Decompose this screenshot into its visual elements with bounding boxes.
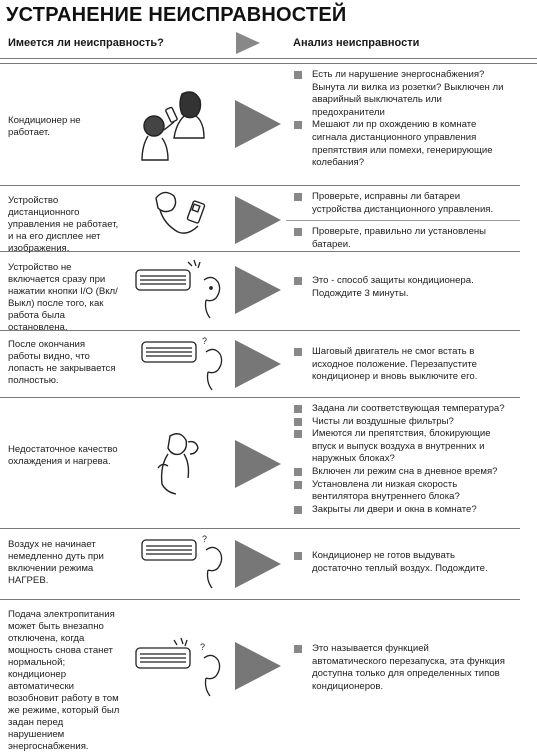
problem-text: Подача электропитания может быть внезапн… (8, 609, 120, 752)
list-item: Это - способ защиты кондиционера. Подожд… (294, 275, 506, 300)
bullet-square-icon (294, 417, 302, 426)
arrow-icon (235, 266, 281, 314)
list-item: Шаговый двигатель не смог встать в исход… (294, 346, 506, 384)
divider (0, 58, 537, 59)
divider (0, 251, 520, 252)
svg-text:?: ? (200, 642, 205, 652)
bullet-square-icon (294, 348, 302, 356)
divider (0, 330, 520, 331)
bullet-square-icon (294, 71, 302, 79)
analysis-block: Проверьте, исправны ли батареи устройств… (294, 191, 506, 216)
bullet-square-icon (294, 405, 302, 413)
divider (0, 528, 520, 529)
header-arrow-icon (236, 32, 260, 54)
list-item: Закрыты ли двери и окна в комнате? (294, 504, 506, 517)
analysis-block: Кондиционер не готов выдувать достаточно… (294, 550, 506, 575)
list-item: Установлена ли низкая скорость вентилято… (294, 479, 506, 504)
list-item: Это называется функцией автоматического … (294, 643, 506, 693)
person-fanning-icon (150, 428, 210, 498)
arrow-icon (235, 340, 281, 388)
bullet-square-icon (294, 480, 302, 489)
divider (0, 63, 537, 64)
ac-unit-person-icon (134, 258, 229, 320)
list-item: Проверьте, правильно ли установлены бата… (294, 226, 506, 251)
arrow-icon (235, 540, 281, 588)
person-holding-remote-icon (150, 188, 220, 244)
bullet-square-icon (294, 121, 302, 130)
arrow-icon (235, 642, 281, 690)
problem-text: После окончания работы видно, что лопаст… (8, 339, 116, 386)
list-item: Имеются ли препятствия, блокирующие впус… (294, 428, 506, 466)
ac-unit-person-icon: ? (140, 532, 230, 592)
bullet-square-icon (294, 645, 302, 653)
list-item: Чисты ли воздушные фильтры? (294, 416, 506, 429)
list-item: Задана ли соответствующая температура? (294, 403, 506, 416)
svg-text:?: ? (202, 336, 207, 346)
list-item: Включен ли режим сна в дневное время? (294, 466, 506, 479)
problem-text: Устройство дистанционного управления не … (8, 195, 119, 254)
bullet-square-icon (294, 467, 302, 476)
bullet-square-icon (294, 193, 302, 201)
arrow-icon (235, 100, 281, 148)
list-item: Есть ли нарушение энергоснабжения? Вынут… (294, 69, 506, 119)
analysis-block: Это называется функцией автоматического … (294, 643, 506, 693)
page-title: УСТРАНЕНИЕ НЕИСПРАВНОСТЕЙ (6, 4, 347, 26)
divider (0, 397, 520, 398)
bullet-square-icon (294, 430, 302, 439)
person-with-remote-icon (134, 84, 214, 164)
list-item: Мешают ли пр охождению в комнате сигнала… (294, 119, 506, 169)
bullet-square-icon (294, 505, 302, 514)
list-item: Проверьте, исправны ли батареи устройств… (294, 191, 506, 216)
problem-text: Воздух не начинает немедленно дуть при в… (8, 539, 104, 586)
analysis-block: Это - способ защиты кондиционера. Подожд… (294, 275, 506, 300)
divider (0, 599, 520, 600)
divider (286, 220, 520, 221)
analysis-block: Проверьте, правильно ли установлены бата… (294, 226, 506, 251)
analysis-block: Шаговый двигатель не смог встать в исход… (294, 346, 506, 384)
arrow-icon (235, 196, 281, 244)
analysis-block: Есть ли нарушение энергоснабжения? Вынут… (294, 69, 506, 170)
header-problem: Имеется ли неисправность? (8, 37, 164, 49)
bullet-square-icon (294, 277, 302, 285)
bullet-square-icon (294, 228, 302, 236)
analysis-block: Задана ли соответствующая температура? Ч… (294, 403, 506, 516)
problem-text: Устройство не включается сразу при нажат… (8, 262, 118, 333)
divider (0, 185, 520, 186)
list-item: Кондиционер не готов выдувать достаточно… (294, 550, 506, 575)
ac-unit-person-icon: ? (140, 334, 230, 394)
arrow-icon (235, 440, 281, 488)
bullet-square-icon (294, 552, 302, 560)
problem-text: Кондиционер не работает. (8, 115, 81, 138)
svg-text:?: ? (202, 534, 207, 544)
ac-unit-person-icon: ? (134, 636, 229, 698)
header-analysis: Анализ неисправности (293, 37, 420, 49)
problem-text: Недостаточное качество охлаждения и нагр… (8, 444, 118, 467)
